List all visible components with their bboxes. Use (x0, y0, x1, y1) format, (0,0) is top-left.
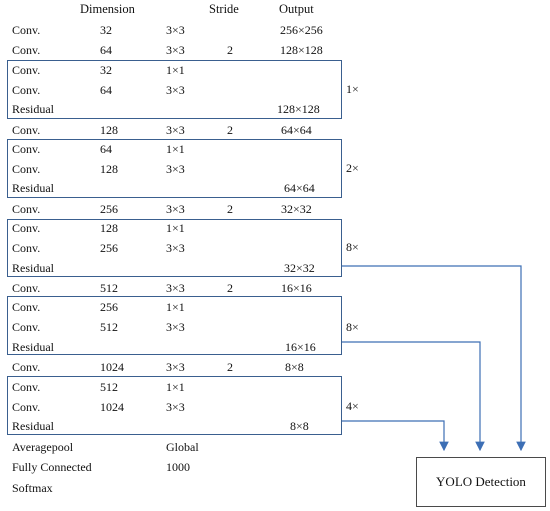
kernel-size: 3×3 (166, 241, 185, 255)
kernel-size: 1000 (166, 460, 190, 474)
layer-name: Residual (12, 261, 54, 275)
residual-block (7, 219, 342, 277)
layer-name: Conv. (12, 400, 41, 414)
residual-block (7, 296, 342, 355)
output-size: 16×16 (281, 281, 312, 295)
kernel-size: 1×1 (166, 63, 185, 77)
residual-block (7, 60, 342, 119)
layer-name: Residual (12, 340, 54, 354)
layer-name: Conv. (12, 300, 41, 314)
filters: 128 (100, 162, 118, 176)
filters: 1024 (100, 360, 124, 374)
output-size: 64×64 (284, 181, 315, 195)
kernel-size: 3×3 (166, 360, 185, 374)
layer-name: Conv. (12, 23, 41, 37)
layer-name: Conv. (12, 202, 41, 216)
header-output: Output (279, 2, 314, 16)
filters: 128 (100, 221, 118, 235)
repeat-count: 8× (346, 240, 359, 254)
layer-name: Conv. (12, 360, 41, 374)
kernel-size: 3×3 (166, 23, 185, 37)
output-size: 128×128 (280, 43, 323, 57)
layer-name: Conv. (12, 83, 41, 97)
layer-name: Conv. (12, 43, 41, 57)
stride: 2 (227, 360, 233, 374)
repeat-count: 2× (346, 161, 359, 175)
header-dimension: Dimension (80, 2, 135, 16)
filters: 512 (100, 320, 118, 334)
stride: 2 (227, 123, 233, 137)
kernel-size: 3×3 (166, 202, 185, 216)
repeat-count: 1× (346, 82, 359, 96)
yolo-detection-box: YOLO Detection (416, 457, 546, 507)
filters: 256 (100, 300, 118, 314)
kernel-size: 1×1 (166, 221, 185, 235)
filters: 128 (100, 123, 118, 137)
kernel-size: 3×3 (166, 400, 185, 414)
layer-name: Residual (12, 102, 54, 116)
output-size: 8×8 (285, 360, 304, 374)
kernel-size: 3×3 (166, 123, 185, 137)
layer-name: Residual (12, 419, 54, 433)
stride: 2 (227, 202, 233, 216)
layer-name: Conv. (12, 142, 41, 156)
repeat-count: 4× (346, 399, 359, 413)
filters: 64 (100, 43, 112, 57)
kernel-size: 1×1 (166, 380, 185, 394)
kernel-size: 1×1 (166, 300, 185, 314)
filters: 32 (100, 23, 112, 37)
layer-name: Conv. (12, 123, 41, 137)
kernel-size: 3×3 (166, 83, 185, 97)
header-stride: Stride (209, 2, 239, 16)
output-size: 256×256 (280, 23, 323, 37)
stride: 2 (227, 43, 233, 57)
repeat-count: 8× (346, 320, 359, 334)
layer-name: Conv. (12, 380, 41, 394)
filters: 32 (100, 63, 112, 77)
output-size: 8×8 (290, 419, 309, 433)
layer-name: Softmax (12, 481, 53, 495)
layer-name: Averagepool (12, 440, 74, 454)
kernel-size: 3×3 (166, 43, 185, 57)
output-size: 32×32 (281, 202, 312, 216)
output-size: 128×128 (277, 102, 320, 116)
filters: 64 (100, 142, 112, 156)
filters: 512 (100, 380, 118, 394)
filters: 64 (100, 83, 112, 97)
arrow-from-16x16 (342, 341, 485, 452)
kernel-size: 3×3 (166, 281, 185, 295)
layer-name: Conv. (12, 221, 41, 235)
layer-name: Conv. (12, 281, 41, 295)
filters: 1024 (100, 400, 124, 414)
layer-name: Fully Connected (12, 460, 92, 474)
kernel-size: 3×3 (166, 320, 185, 334)
filters: 256 (100, 202, 118, 216)
layer-name: Conv. (12, 162, 41, 176)
layer-name: Residual (12, 181, 54, 195)
layer-name: Conv. (12, 241, 41, 255)
layer-name: Conv. (12, 320, 41, 334)
layer-name: Conv. (12, 63, 41, 77)
stride: 2 (227, 281, 233, 295)
arrow-from-8x8 (342, 420, 449, 452)
output-size: 64×64 (281, 123, 312, 137)
output-size: 32×32 (284, 261, 315, 275)
residual-block (7, 376, 342, 435)
filters: 512 (100, 281, 118, 295)
filters: 256 (100, 241, 118, 255)
kernel-size: Global (166, 440, 199, 454)
output-size: 16×16 (285, 340, 316, 354)
residual-block (7, 139, 342, 198)
kernel-size: 3×3 (166, 162, 185, 176)
kernel-size: 1×1 (166, 142, 185, 156)
arrow-from-32x32 (342, 265, 526, 452)
